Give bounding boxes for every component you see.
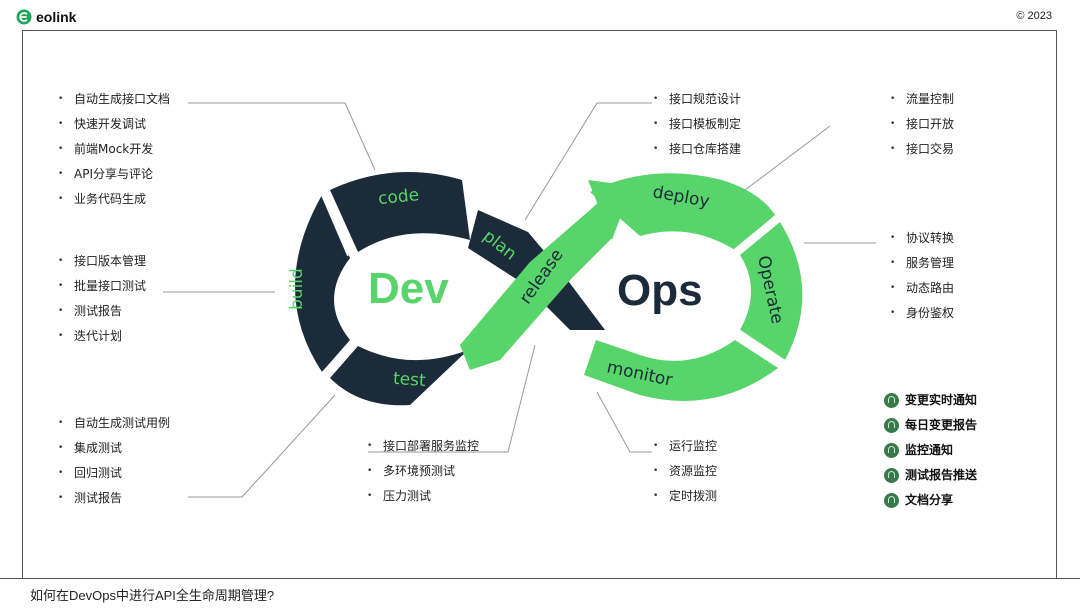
notification-item: 变更实时通知: [884, 391, 977, 416]
notification-list: 变更实时通知 每日变更报告 监控通知 测试报告推送 文档分享: [884, 391, 977, 516]
bell-icon: [884, 493, 899, 508]
notification-item: 监控通知: [884, 441, 977, 466]
notification-label: 监控通知: [905, 443, 954, 457]
list-item: 身份鉴权: [890, 305, 954, 330]
operate-segment: [740, 222, 803, 360]
list-item: 接口仓库搭建: [653, 141, 741, 166]
list-item: 业务代码生成: [58, 191, 170, 216]
eolink-logo: eolink: [16, 8, 76, 26]
release-segment: [460, 196, 612, 370]
deploy-features: 流量控制 接口开放 接口交易: [890, 91, 954, 166]
connector-monitor: [596, 391, 652, 453]
test-segment: [330, 346, 468, 406]
eolink-logo-icon: [16, 9, 32, 25]
connector-code: [188, 102, 376, 171]
test-features: 自动生成测试用例 集成测试 回归测试 测试报告: [58, 415, 170, 515]
segment-gaps: [319, 188, 788, 379]
stage-build: build: [287, 268, 307, 310]
list-item: 定时拨测: [653, 488, 717, 513]
notification-item: 每日变更报告: [884, 416, 977, 441]
list-item: 协议转换: [890, 230, 954, 255]
code-segment: [330, 172, 470, 252]
monitor-segment: [584, 340, 778, 401]
build-segment: [295, 195, 350, 372]
bell-icon: [884, 418, 899, 433]
footer-caption: 如何在DevOps中进行API全生命周期管理?: [30, 588, 275, 603]
notification-label: 变更实时通知: [905, 393, 978, 407]
list-item: 服务管理: [890, 255, 954, 280]
connector-test: [188, 394, 336, 498]
dev-label: Dev: [368, 264, 449, 313]
notification-item: 文档分享: [884, 491, 977, 516]
monitor-features: 运行监控 资源监控 定时拨测: [653, 438, 717, 513]
release-arrow-head: [588, 180, 632, 240]
stage-code: code: [377, 185, 420, 209]
list-item: 前端Mock开发: [58, 141, 170, 166]
bell-icon: [884, 393, 899, 408]
list-item: 多环境预测试: [367, 463, 479, 488]
copyright: © 2023: [1016, 10, 1052, 22]
deploy-segment: [590, 173, 775, 250]
stage-test: test: [392, 369, 426, 391]
list-item: 接口版本管理: [58, 253, 146, 278]
notification-label: 文档分享: [905, 493, 954, 507]
list-item: 集成测试: [58, 440, 170, 465]
list-item: 批量接口测试: [58, 278, 146, 303]
list-item: 测试报告: [58, 490, 170, 515]
list-item: 回归测试: [58, 465, 170, 490]
list-item: 接口交易: [890, 141, 954, 166]
bell-icon: [884, 443, 899, 458]
notification-item: 测试报告推送: [884, 466, 977, 491]
list-item: 运行监控: [653, 438, 717, 463]
list-item: 快速开发调试: [58, 116, 170, 141]
bell-icon: [884, 468, 899, 483]
list-item: 自动生成接口文档: [58, 91, 170, 116]
divider: [0, 578, 1080, 579]
list-item: 接口部署服务监控: [367, 438, 479, 463]
ops-label: Ops: [617, 266, 703, 315]
plan-features: 接口规范设计 接口模板制定 接口仓库搭建: [653, 91, 741, 166]
notification-label: 每日变更报告: [905, 418, 978, 432]
list-item: 自动生成测试用例: [58, 415, 170, 440]
connector-lines: [163, 102, 876, 498]
notification-label: 测试报告推送: [905, 468, 978, 482]
list-item: 接口开放: [890, 116, 954, 141]
slide-frame: [22, 30, 1057, 578]
list-item: 接口规范设计: [653, 91, 741, 116]
operate-features: 协议转换 服务管理 动态路由 身份鉴权: [890, 230, 954, 330]
connector-plan: [524, 102, 652, 221]
list-item: 迭代计划: [58, 328, 146, 353]
release-features: 接口部署服务监控 多环境预测试 压力测试: [367, 438, 479, 513]
list-item: 动态路由: [890, 280, 954, 305]
build-features: 接口版本管理 批量接口测试 测试报告 迭代计划: [58, 253, 146, 353]
list-item: API分享与评论: [58, 166, 170, 191]
list-item: 资源监控: [653, 463, 717, 488]
ops-loop: [460, 173, 803, 401]
list-item: 接口模板制定: [653, 116, 741, 141]
code-features: 自动生成接口文档 快速开发调试 前端Mock开发 API分享与评论 业务代码生成: [58, 91, 170, 216]
list-item: 压力测试: [367, 488, 479, 513]
list-item: 测试报告: [58, 303, 146, 328]
list-item: 流量控制: [890, 91, 954, 116]
connector-deploy: [744, 125, 831, 191]
brand-name: eolink: [36, 9, 77, 25]
